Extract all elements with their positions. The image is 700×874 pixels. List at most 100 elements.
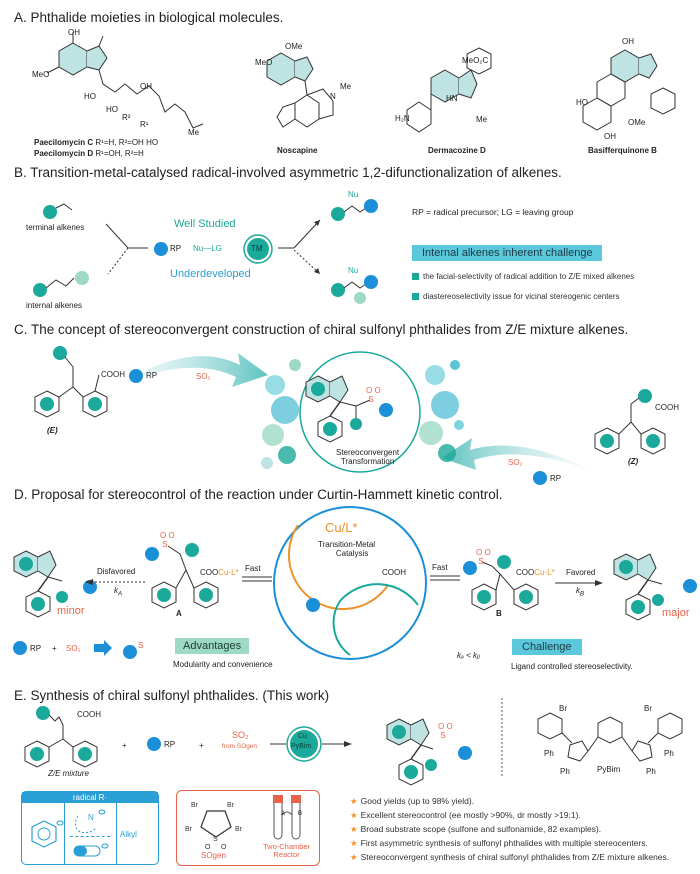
pybim-ligand-structure	[537, 712, 683, 762]
rp-label: RP	[146, 371, 158, 380]
pybim-catalyst-label: PyBim	[291, 743, 312, 750]
section-d-title: D. Proposal for stereocontrol of the rea…	[14, 487, 503, 502]
atom-label: Ph	[646, 767, 656, 776]
ze-mixture-label: Z/E mixture	[48, 769, 89, 778]
k-symbol: k	[576, 586, 580, 595]
atom-label: Me	[340, 82, 352, 91]
z-alkene-structure	[594, 389, 666, 455]
reactor-label-line2: Reactor	[273, 850, 300, 859]
internal-alkenes-label: internal alkenes	[26, 301, 83, 310]
intermediate-b-structure	[463, 555, 539, 611]
center-label-line1: Stereoconvergent	[336, 448, 400, 457]
rp-label: RP	[164, 740, 176, 749]
reaction-arrow	[270, 726, 352, 762]
star-icon: ★	[350, 810, 358, 820]
atom-label: MeO	[32, 70, 50, 79]
svg-text:N: N	[88, 813, 94, 822]
fast-label: Fast	[432, 563, 448, 572]
sogen-structure: Br Br Br Br S O O	[185, 802, 243, 851]
catalyst-label: Cu/L*	[325, 520, 358, 535]
favored-arrow	[555, 580, 603, 586]
atom-label: Br	[644, 704, 652, 713]
product-well-studied	[331, 199, 378, 221]
feature-text: Good yields (up to 98% yield).	[360, 796, 475, 806]
radical-precursor-dot	[147, 737, 161, 751]
underdeveloped-label: Underdeveloped	[170, 268, 251, 280]
feature-item: ★First asymmetric synthesis of sulfonyl …	[350, 838, 648, 849]
atom-label: HN	[446, 94, 458, 103]
intermediate-a-label: A	[176, 609, 182, 618]
atom-label: Ph	[560, 767, 570, 776]
star-icon: ★	[350, 838, 358, 848]
so2-label: SO₂	[196, 372, 211, 381]
right-swoosh-arrow	[442, 438, 590, 470]
atom-label: MeO	[255, 58, 273, 67]
svg-text:S: S	[213, 836, 218, 843]
atom-label: HO	[576, 98, 588, 107]
rp-label: RP	[30, 644, 42, 653]
rp-label: RP	[170, 244, 182, 253]
chamber-b-label: B	[298, 811, 303, 817]
feature-item: ★Stereoconvergent synthesis of chiral su…	[350, 852, 669, 863]
e-product-structure	[386, 718, 472, 786]
atom-label: OH	[68, 28, 80, 37]
cu-l-label: Cu-L*	[218, 568, 239, 577]
intermediate-b-label: B	[496, 609, 502, 618]
divider	[64, 803, 65, 864]
atom-label: Me	[188, 128, 200, 137]
feature-item: ★Excellent stereocontrol (ee mostly >90%…	[350, 810, 581, 821]
cu-l-label: Cu-L*	[534, 568, 555, 577]
cooh-label: COOH	[382, 568, 406, 577]
section-c-title: C. The concept of stereoconvergent const…	[14, 322, 629, 337]
atom-label: OMe	[628, 118, 646, 127]
terminal-alkene-icon	[43, 203, 73, 219]
molecule-name-paecilomycin-c: Paecilomycin C R¹=H, R²=OH HO	[34, 138, 158, 147]
atom-label: HO	[84, 92, 96, 101]
so2-label: SO₂	[232, 730, 249, 740]
molecule-name-basifferquinone-b: Basifferquinone B	[588, 146, 657, 155]
divider	[116, 803, 117, 864]
section-b-title: B. Transition-metal-catalysed radical-in…	[14, 165, 562, 180]
k-subscript: A	[118, 591, 123, 598]
minor-label: minor	[57, 605, 85, 617]
bullet-square-icon	[412, 273, 419, 280]
dashed-divider	[501, 698, 503, 778]
terminal-alkenes-label: terminal alkenes	[26, 223, 85, 232]
capsule-radical-icon	[73, 843, 109, 857]
svg-text:Br: Br	[185, 826, 193, 833]
left-swoosh-arrow	[120, 353, 268, 387]
internal-alkene-icon	[33, 271, 89, 297]
bullet-item: the facial-selectivity of radical additi…	[412, 272, 634, 281]
plus-sign: +	[52, 644, 57, 653]
catalysis-line1: Transition-Metal	[318, 540, 376, 549]
two-chamber-reactor-icon	[273, 795, 301, 840]
nu-label: Nu	[348, 266, 359, 275]
atom-label: Me	[476, 115, 488, 124]
so2-label: SO₂	[508, 458, 523, 467]
advantages-box: Advantages	[175, 638, 250, 654]
cu-label: Cu	[298, 733, 307, 740]
nu-lg-label: Nu—LG	[193, 244, 222, 253]
cooh-label: COOH	[655, 403, 679, 412]
atom-label: OH	[140, 82, 152, 91]
feature-text: Excellent stereocontrol (ee mostly >90%,…	[360, 810, 581, 820]
challenge-box: Internal alkenes inherent challenge	[412, 245, 602, 261]
challenge-text: Ligand controlled stereoselectivity.	[511, 662, 633, 671]
e-alkene-structure	[34, 346, 108, 418]
catalysis-label: Transition-Metal Catalysis	[318, 540, 375, 558]
svg-text:O: O	[221, 844, 227, 851]
svg-text:Br: Br	[191, 802, 199, 809]
so2-label: SO₂	[66, 644, 81, 653]
equilibrium-arrow-left	[242, 576, 272, 582]
molecule-detail: R¹=OH, R²=H	[95, 149, 144, 158]
rp-label: RP	[550, 474, 562, 483]
molecule-name-noscapine: Noscapine	[277, 146, 318, 155]
central-product-structure	[305, 375, 393, 443]
divider	[70, 836, 110, 837]
molecule-name: Paecilomycin D	[34, 149, 94, 158]
sulfonyl-radical-icon: S	[123, 641, 143, 659]
svg-text:Br: Br	[235, 826, 243, 833]
tm-label: TM	[251, 244, 263, 253]
fast-label: Fast	[245, 564, 261, 573]
radical-precursor-dot	[154, 242, 168, 256]
